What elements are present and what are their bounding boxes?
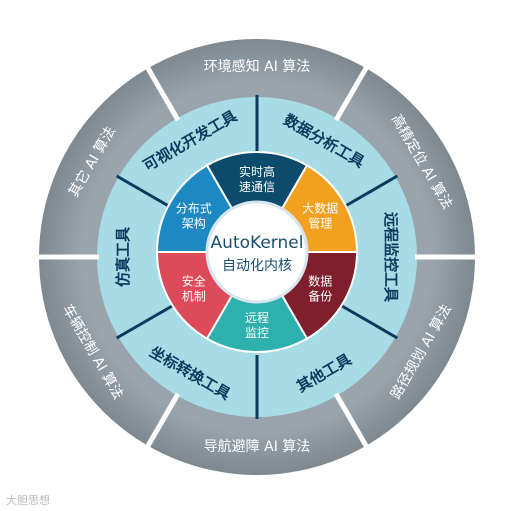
ai-ring-divider <box>333 63 371 122</box>
inner-segment-label: 大数据管理 <box>302 201 338 231</box>
ai-ring-divider <box>143 392 181 451</box>
inner-segment-label: 安全机制 <box>182 274 206 304</box>
ai-algorithm-label: 环境感知 AI 算法 <box>204 58 311 75</box>
tools-ring-dividers <box>115 95 399 419</box>
tools-ring-divider <box>341 174 399 210</box>
inner-segment-label: 数据备份 <box>308 274 332 304</box>
inner-segment-label: 远程监控 <box>245 310 269 340</box>
ai-ring-divider <box>143 63 181 122</box>
ai-algorithm-label: 导航避障 AI 算法 <box>204 439 311 455</box>
tools-ring-divider <box>341 304 399 340</box>
ai-ring-dividers <box>35 63 479 451</box>
center-subtitle: 自动化内核 <box>222 258 292 274</box>
inner-segment-label: 分布式架构 <box>176 202 212 231</box>
tools-ring-divider <box>115 304 173 340</box>
tool-label: 仿真工具 <box>114 227 132 287</box>
ai-ring-divider <box>333 392 371 451</box>
tools-ring-divider <box>115 174 173 210</box>
tool-label: 远程监控工具 <box>382 212 400 302</box>
watermark: 大胆思想 <box>6 494 50 507</box>
center-hub <box>205 200 309 304</box>
center-title: AutoKernel <box>211 233 304 253</box>
inner-segment-label: 实时高速通信 <box>239 164 275 194</box>
